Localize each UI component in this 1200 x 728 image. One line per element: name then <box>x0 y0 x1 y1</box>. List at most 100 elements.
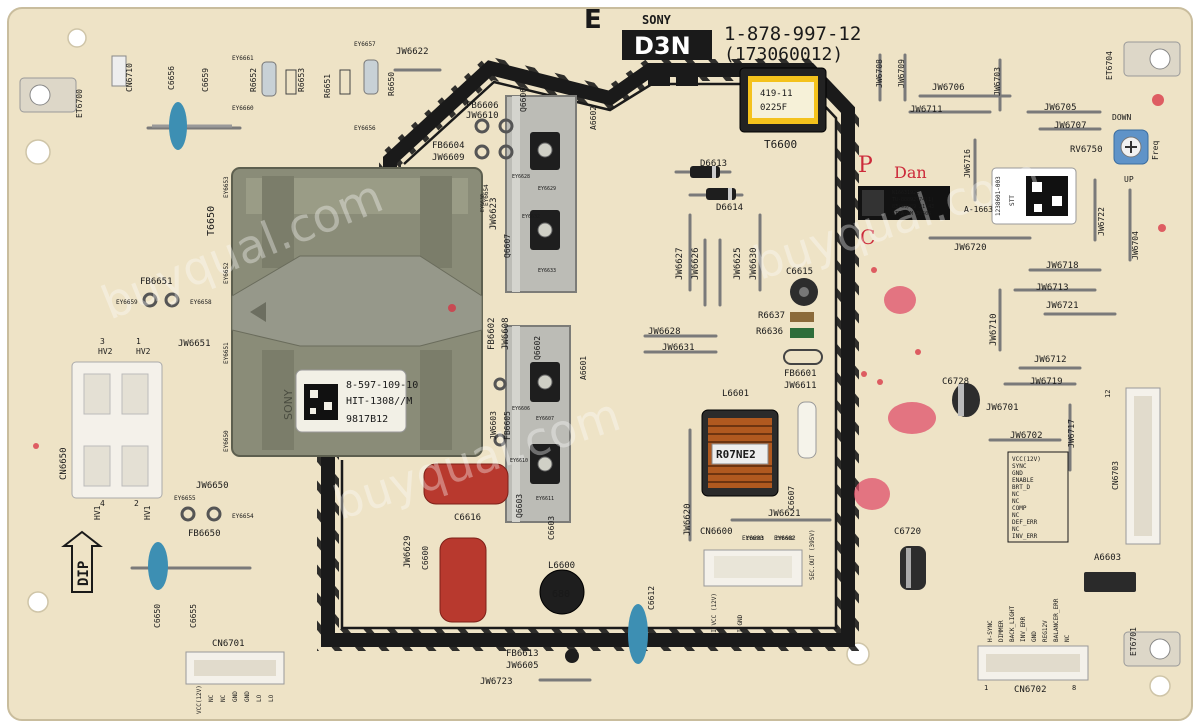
silkscreen-label: D6614 <box>716 203 743 213</box>
t6650-brand: SONY <box>282 389 295 420</box>
electrolytic-c6615 <box>790 278 818 306</box>
cn6701-pin-4: GND <box>232 691 239 702</box>
handwritten-p: P <box>858 153 873 178</box>
cn6701-pin-2: NC <box>208 694 215 702</box>
silkscreen-label: EY6661 <box>232 55 254 62</box>
qr-sticker-line-2: STT <box>1009 195 1016 206</box>
silkscreen-label: JW6711 <box>910 105 943 115</box>
cn6600-pin-labels: PRI.VCC (12V) PRI.GND SEC.OUT (395V) EY6… <box>711 529 816 640</box>
silkscreen-label: Q6603 <box>515 494 524 518</box>
heatsink-a6602 <box>505 95 577 293</box>
silkscreen-label: JW6705 <box>1044 103 1077 113</box>
t6650-pin-4: EY6651 <box>223 342 230 364</box>
silkscreen-label: FB6605 <box>503 411 512 440</box>
cn6703-pin-3: GND <box>1012 470 1023 477</box>
silkscreen-label: JW6621 <box>768 509 801 519</box>
cn6703-pin-12: INV_ERR <box>1012 533 1038 540</box>
silkscreen-label: L6601 <box>722 389 749 399</box>
silkscreen-label: JW6712 <box>1034 355 1067 365</box>
l6601-marking: R07NE2 <box>716 448 756 461</box>
cn6702-pin-2: DIMMER <box>998 620 1005 642</box>
silkscreen-label: JW6622 <box>396 47 429 57</box>
t6650-pin-1: EY6653 <box>223 176 230 198</box>
connector-cn6710 <box>111 55 127 87</box>
cn6703-pin-11: NC <box>1012 526 1020 533</box>
silkscreen-label: HV1 <box>93 505 102 520</box>
silkscreen-label: R6652 <box>249 68 258 92</box>
trimmer-up: UP <box>1124 175 1134 184</box>
silkscreen-label: CN6703 <box>1111 461 1120 490</box>
transformer-t6600 <box>739 67 827 133</box>
silkscreen-label: ET6704 <box>1105 51 1114 80</box>
electrolytic-c6720 <box>900 546 926 590</box>
trimmer-ref: RV6750 <box>1070 145 1103 155</box>
silkscreen-label: C6656 <box>167 66 176 90</box>
silkscreen-label: C6720 <box>894 527 921 537</box>
silkscreen-label: JW6722 <box>1097 207 1106 236</box>
cn6600-pin-3: SEC.OUT (395V) <box>809 529 816 580</box>
film-capacitor-c6616 <box>423 463 509 505</box>
silkscreen-label: CN6701 <box>212 639 245 649</box>
connector-cn6701 <box>185 651 285 685</box>
cn6703-pin-4: ENABLE <box>1012 477 1034 484</box>
cn6703-pin-list: VCC(12V) SYNC GND ENABLE BRT_D NC NC COM… <box>1007 451 1069 543</box>
electrolytic-c6728 <box>952 383 980 417</box>
silkscreen-label: C6728 <box>942 377 969 387</box>
silkscreen-label: 680 <box>552 589 570 600</box>
cn6702-pin-1: H-SYNC <box>987 620 994 642</box>
silkscreen-label: C6612 <box>647 586 656 610</box>
cn6600-pad-1: EY6603 <box>742 535 764 542</box>
silkscreen-label: JW6713 <box>1036 283 1069 293</box>
cn6702-pin-labels: H-SYNC DIMMER BACK_LIGHT INV_ERR GND REG… <box>984 598 1076 692</box>
l6600-code: 680 <box>552 589 570 600</box>
silkscreen-label: JW6703 <box>993 67 1002 96</box>
serial-sticker-line-2: TU-00092774(1) <box>892 197 934 203</box>
cn6702-pin-8: NC <box>1064 634 1071 642</box>
transformer-t6650 <box>231 167 483 457</box>
switch-a6603 <box>1084 572 1136 592</box>
silkscreen-label: EY6655 <box>174 495 196 502</box>
dip-arrow <box>61 530 103 593</box>
silkscreen-label: HV2 <box>136 347 151 356</box>
silkscreen-label: FB6602 <box>487 317 497 350</box>
serial-sticker-line-3: 03/09/09 21 43 <box>892 204 934 210</box>
silkscreen-label: EY6629 <box>538 186 556 192</box>
silkscreen-label: JW6719 <box>1030 377 1063 387</box>
diodes-d6613-d6614 <box>690 166 736 200</box>
silkscreen-label: EY6602 <box>776 536 794 542</box>
ferrite-beads <box>142 118 514 522</box>
mosfet-screws <box>537 142 553 472</box>
silkscreen-label: C6650 <box>153 604 162 628</box>
resistors-r6652-r6650 <box>261 59 379 97</box>
silkscreen-label: JW6620 <box>683 503 693 536</box>
silkscreen-label: JW6627 <box>675 247 685 280</box>
inductor-l6600 <box>539 569 585 615</box>
silkscreen-label: C6600 <box>421 546 430 570</box>
silkscreen-label: JW6605 <box>506 661 539 671</box>
film-capacitor-c6600 <box>439 537 487 623</box>
silkscreen-label: L6600 <box>548 561 575 571</box>
red-ink-marks <box>33 94 1166 510</box>
cn6702-pin-7: BALANCER_ERR <box>1053 598 1060 642</box>
silkscreen-label: ET6701 <box>1129 627 1138 656</box>
silkscreen-label: C6603 <box>547 516 556 540</box>
cn6703-pin-5: BRT_D <box>1012 484 1030 491</box>
t6650-sticker-line-3: 9817B12 <box>346 414 388 425</box>
trimmer-freq: Freq <box>1151 141 1160 160</box>
silkscreen-label: EY6656 <box>354 125 376 132</box>
handwritten-c: C <box>860 225 875 249</box>
silkscreen-label: CN6710 <box>125 63 134 92</box>
silkscreen-label: Q6602 <box>533 336 542 360</box>
t6600-ref: T6600 <box>764 138 797 151</box>
silkscreen-label: Q6606 <box>519 88 528 112</box>
serial-sticker-line-4: STTA-AM 30505 <box>892 211 931 217</box>
cn6701-pin-1: VCC(12V) <box>196 685 203 714</box>
silkscreen-label: JW6708 <box>875 59 884 88</box>
silkscreen-label: JW6706 <box>932 83 965 93</box>
silkscreen-label: EY6632 <box>522 214 540 220</box>
cn6702-pin-3: BACK_LIGHT <box>1009 605 1016 642</box>
silkscreen-label: R6636 <box>756 327 783 337</box>
cn6703-pin-6: NC <box>1012 491 1020 498</box>
